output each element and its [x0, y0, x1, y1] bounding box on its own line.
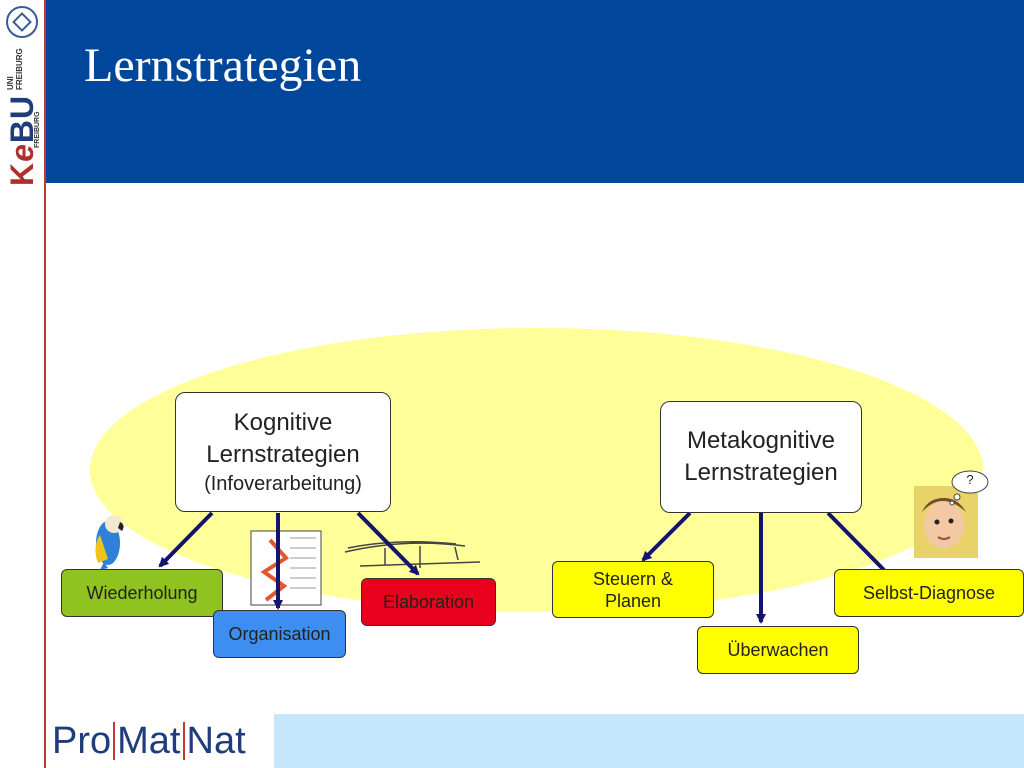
logo-mat: Mat — [117, 719, 181, 762]
logo-nat: Nat — [186, 719, 246, 762]
cognitive-line2: Lernstrategien — [206, 441, 360, 468]
selbst-diagnose-box: Selbst-Diagnose — [834, 569, 1024, 617]
steuern-planen-box: Steuern & Planen — [552, 561, 714, 618]
bridge-sketch-icon — [344, 541, 481, 568]
cognitive-strategies-box: Kognitive Lernstrategien (Infoverarbeitu… — [175, 392, 391, 512]
selbst-diagnose-label: Selbst-Diagnose — [862, 583, 996, 603]
steuern-label-line1: Steuern & — [592, 568, 674, 589]
university-seal-icon — [6, 6, 38, 38]
wiederholung-label: Wiederholung — [86, 583, 198, 603]
parrot-icon — [95, 515, 124, 570]
elaboration-box: Elaboration — [361, 578, 496, 626]
metacognitive-line1: Metakognitive — [686, 427, 836, 454]
cognitive-subtitle: (Infoverarbeitung) — [204, 473, 362, 495]
organisation-label: Organisation — [228, 624, 331, 644]
page-title: Lernstrategien — [84, 39, 362, 92]
question-mark-label: ? — [966, 472, 974, 487]
steuern-label-line2: Planen — [604, 590, 662, 611]
metacognitive-line2: Lernstrategien — [684, 459, 838, 486]
wiederholung-box: Wiederholung — [61, 569, 223, 617]
arrow-to-selbst-diagnose — [826, 511, 886, 572]
logo-pro: Pro — [52, 719, 112, 762]
arrow-to-wiederholung — [158, 511, 214, 568]
cognitive-line1: Kognitive — [233, 409, 333, 436]
arrow-to-steuern — [641, 511, 692, 562]
arrow-to-elaboration — [356, 511, 420, 576]
metacognitive-strategies-box: Metakognitive Lernstrategien — [660, 401, 862, 513]
ueberwachen-label: Überwachen — [727, 640, 829, 660]
thinking-person-icon — [914, 470, 989, 558]
elaboration-label: Elaboration — [382, 592, 475, 612]
organisation-box: Organisation — [213, 610, 346, 658]
ueberwachen-box: Überwachen — [697, 626, 859, 674]
header-bar: Lernstrategien — [46, 0, 1024, 183]
sidebar: UNI FREIBURG KeBU FREIBURG — [0, 0, 46, 768]
